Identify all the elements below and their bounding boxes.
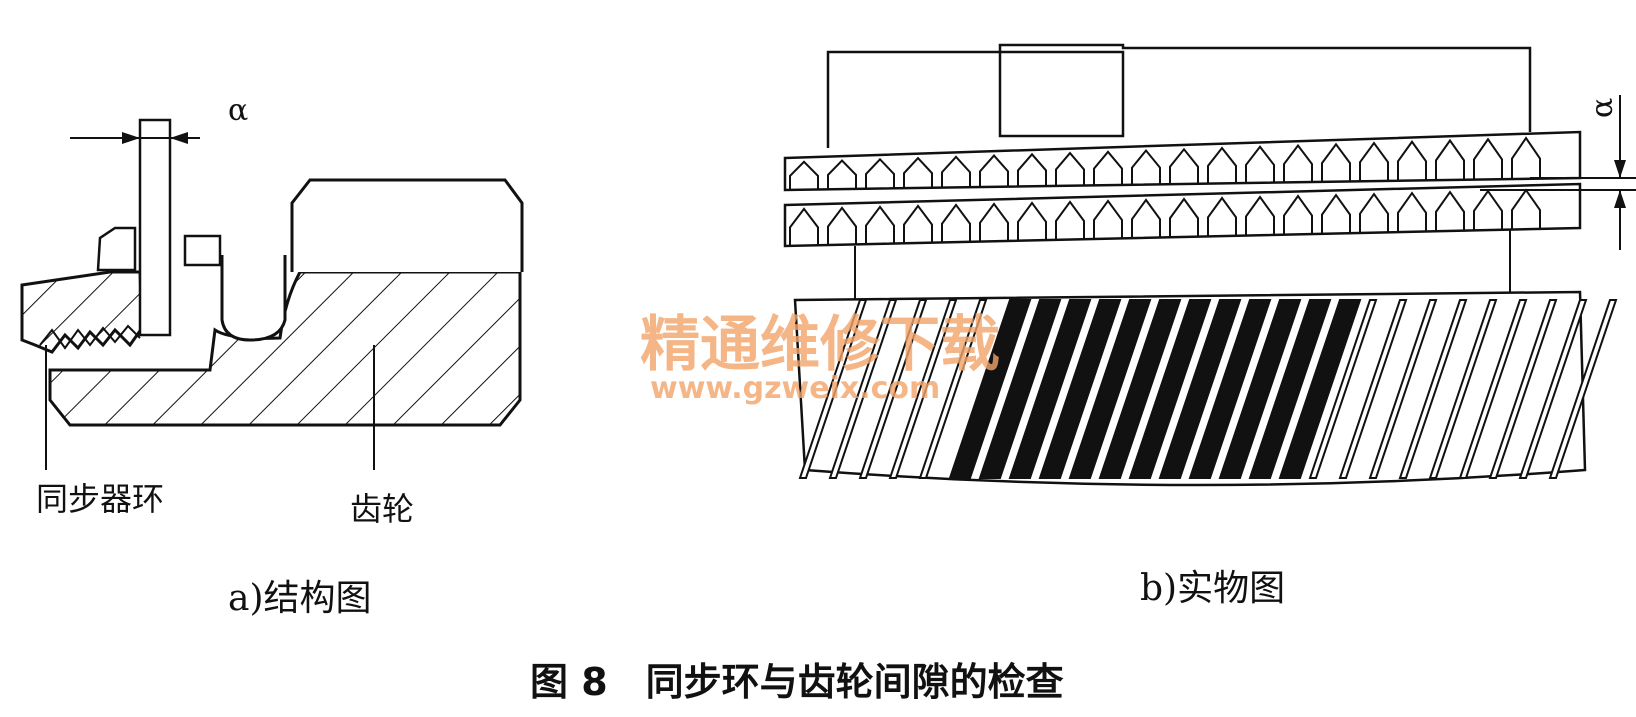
- tooth: [789, 207, 819, 246]
- tooth: [1473, 189, 1503, 231]
- tooth: [865, 205, 895, 245]
- tooth: [1397, 140, 1427, 181]
- helical-stripe: [1368, 299, 1438, 479]
- tooth: [1169, 197, 1199, 238]
- helical-stripe: [1248, 299, 1332, 479]
- tooth: [1245, 145, 1275, 184]
- tooth: [941, 155, 971, 188]
- helical-stripe: [1428, 299, 1498, 479]
- tooth: [1131, 198, 1161, 239]
- tooth: [1435, 138, 1465, 181]
- lower-tooth-row: [789, 188, 1541, 246]
- synchro-ring-teeth: [39, 324, 141, 350]
- helical-stripe: [948, 299, 1032, 479]
- tooth: [1359, 141, 1389, 182]
- tooth: [1511, 136, 1541, 180]
- subcaption-b: b)实物图: [1140, 568, 1285, 609]
- ring-cone-tooth-left: [96, 226, 137, 272]
- tooth: [1359, 192, 1389, 234]
- tooth: [903, 156, 933, 189]
- gear-upper-block: [290, 178, 524, 272]
- helical-stripe: [888, 299, 958, 479]
- ring-cone-tooth-right: [183, 234, 222, 267]
- helical-stripe: [1518, 299, 1588, 479]
- tooth: [1169, 147, 1199, 185]
- tooth: [979, 202, 1009, 242]
- tooth: [1017, 152, 1047, 187]
- helical-stripe: [1188, 299, 1272, 479]
- tooth: [1245, 195, 1275, 236]
- tooth: [1321, 142, 1351, 182]
- helical-stripe: [858, 299, 928, 479]
- figure-caption: 图 8 同步环与齿轮间隙的检查: [530, 660, 1064, 704]
- helical-stripe: [1548, 299, 1618, 479]
- clearance-gap: [138, 118, 172, 337]
- tooth: [827, 206, 857, 246]
- gear-drum-helical-stripes: [798, 299, 1618, 479]
- helical-stripe: [1398, 299, 1468, 479]
- tooth: [1055, 200, 1085, 241]
- tooth: [903, 204, 933, 244]
- tooth: [1435, 190, 1465, 232]
- gear-slot: [220, 255, 287, 342]
- helical-stripe: [798, 299, 868, 479]
- helical-stripe: [1338, 299, 1408, 479]
- helical-stripe: [1488, 299, 1558, 479]
- tooth: [1131, 148, 1161, 185]
- tooth: [1321, 193, 1351, 235]
- tooth: [1055, 151, 1085, 186]
- tooth: [1397, 191, 1427, 233]
- tooth: [865, 157, 895, 189]
- dimension-arrow-b-top: [1614, 160, 1626, 178]
- helical-stripe: [978, 299, 1062, 479]
- dimension-label-b: α: [1585, 98, 1620, 118]
- tooth: [1283, 143, 1313, 183]
- tooth: [1207, 196, 1237, 237]
- label-gear: 齿轮: [350, 490, 414, 528]
- tooth: [1511, 188, 1541, 231]
- hub-top-block: [826, 43, 1532, 148]
- hub-center-window: [998, 50, 1125, 138]
- helical-stripe: [1458, 299, 1528, 479]
- helical-stripe: [1008, 299, 1092, 479]
- tooth: [1093, 150, 1123, 186]
- label-synchro-ring: 同步器环: [36, 480, 164, 518]
- dimension-arrow-b-bottom: [1614, 190, 1626, 208]
- helical-stripe: [1038, 299, 1122, 479]
- tooth: [979, 154, 1009, 188]
- tooth: [1207, 146, 1237, 184]
- upper-tooth-row: [789, 136, 1541, 190]
- tooth: [827, 159, 857, 190]
- helical-stripe: [918, 299, 988, 479]
- helical-stripe: [1218, 299, 1302, 479]
- subcaption-a: a)结构图: [228, 578, 372, 619]
- dimension-arrow-right: [170, 132, 188, 144]
- helical-stripe: [828, 299, 898, 479]
- lower-ring-outline: [783, 182, 1582, 248]
- helical-stripe: [1128, 299, 1212, 479]
- watermark-url: www.gzweix.com: [650, 371, 940, 406]
- panel-b-photo-drawing: α b)实物图: [783, 43, 1636, 609]
- helical-stripe: [1068, 299, 1152, 479]
- synchro-ring-section: [20, 270, 144, 354]
- watermark-title: 精通维修下载: [640, 310, 1000, 380]
- helical-stripe: [1098, 299, 1182, 479]
- dimension-label-a: α: [228, 93, 248, 128]
- helical-stripe: [1158, 299, 1242, 479]
- tooth: [789, 160, 819, 190]
- dimension-arrow-left: [122, 132, 140, 144]
- tooth: [941, 203, 971, 243]
- tooth: [1093, 199, 1123, 240]
- helical-stripe: [1278, 299, 1362, 479]
- tooth: [1473, 137, 1503, 180]
- tooth: [1283, 194, 1313, 236]
- tooth: [1017, 201, 1047, 241]
- helical-stripe: [1308, 299, 1378, 479]
- panel-a-structure-diagram: α 同步器环 齿轮 a)结构图: [20, 93, 524, 619]
